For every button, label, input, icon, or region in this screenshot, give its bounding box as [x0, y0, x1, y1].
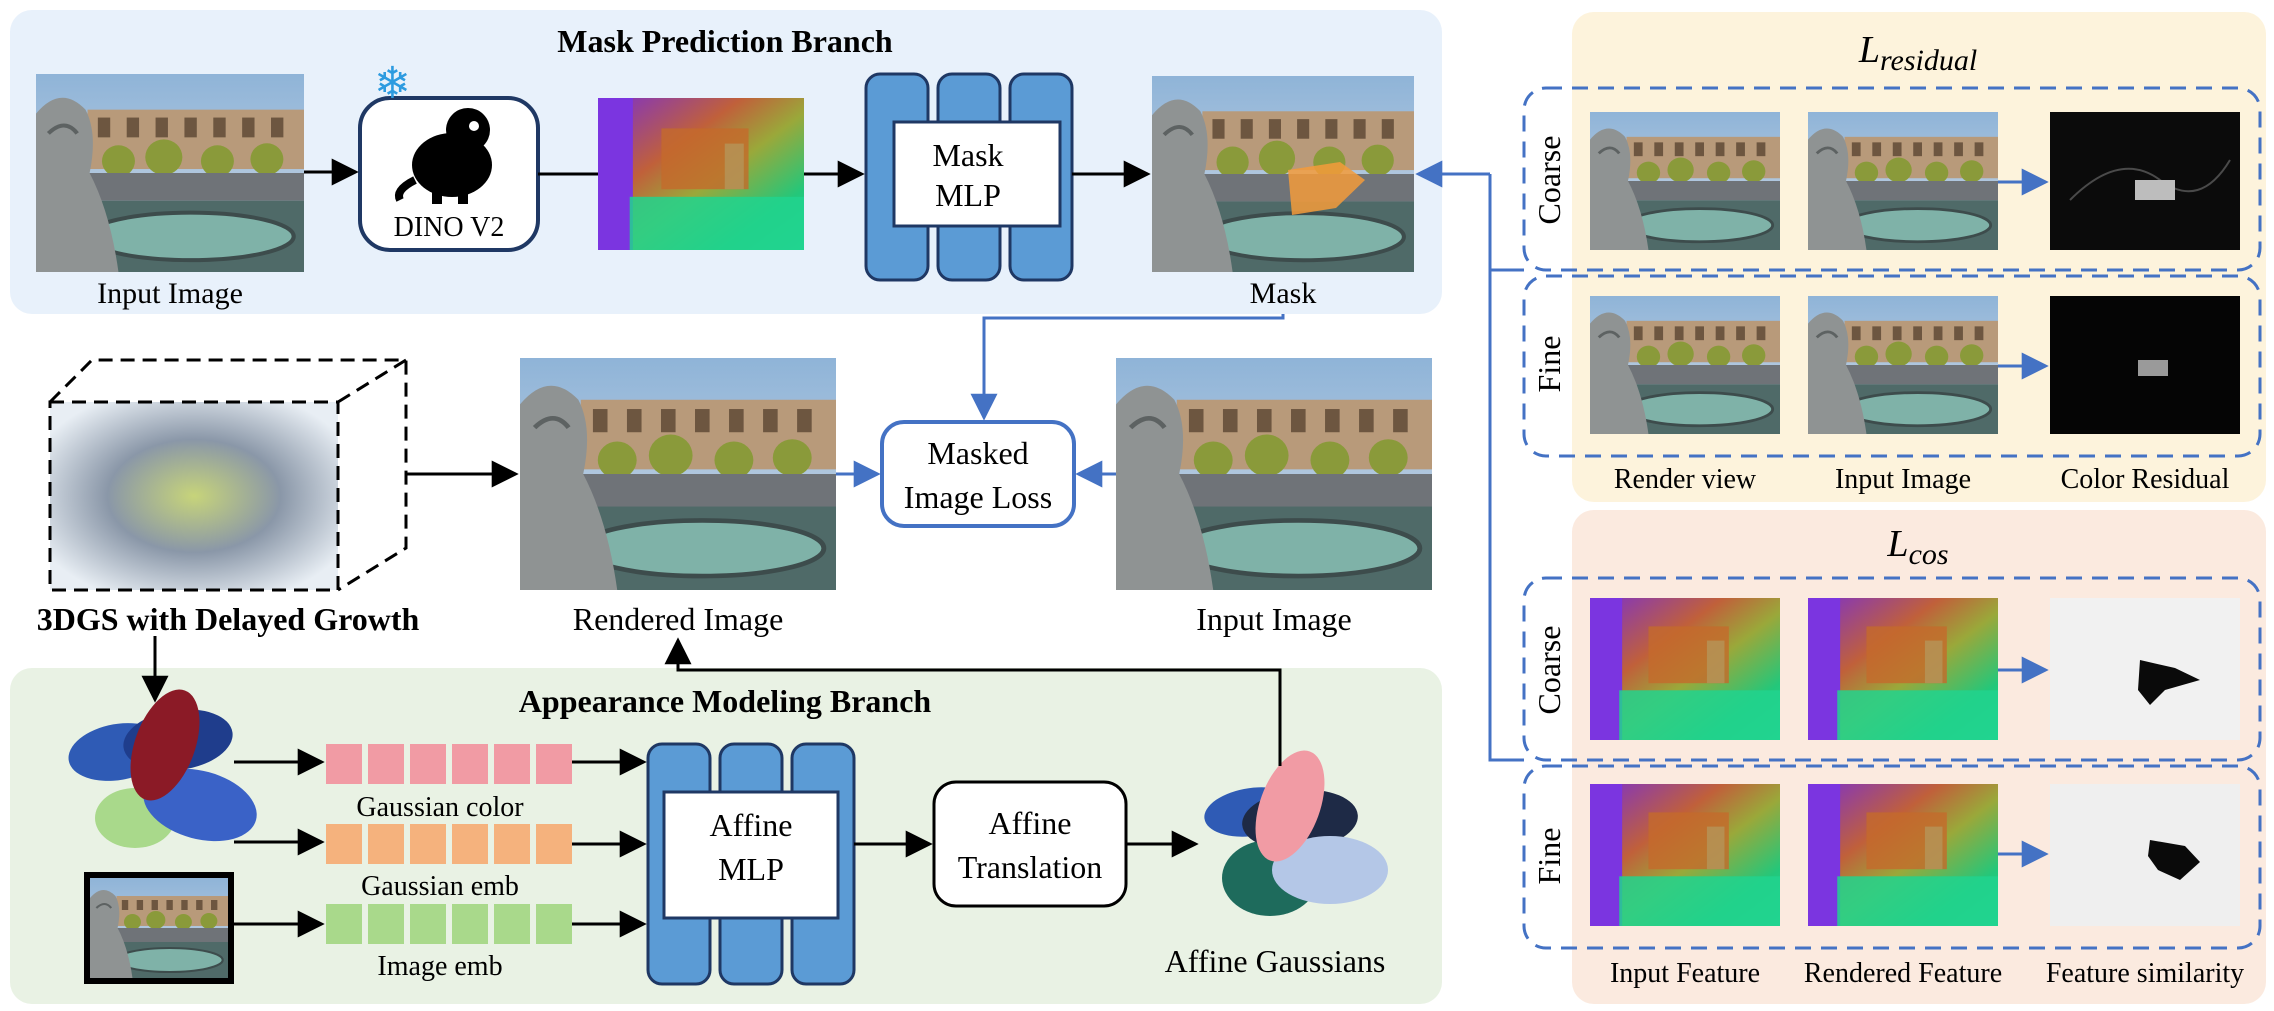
appearance-branch-title: Appearance Modeling Branch [519, 683, 932, 719]
residual-col-1: Render view [1614, 464, 1757, 495]
input-image-thumbnail [36, 74, 304, 272]
gaussian-color-embedding [326, 744, 572, 784]
cos-coarse-label: Coarse [1531, 626, 1567, 715]
middle-input-thumbnail [1116, 358, 1432, 590]
residual-fine-render [1590, 296, 1780, 434]
rendered-label: Rendered Image [573, 601, 784, 637]
cos-fine-row [1522, 764, 2262, 950]
gaussian-color-label: Gaussian color [356, 792, 524, 823]
residual-col-2: Input Image [1835, 464, 1971, 495]
gaussian-emb-embedding [326, 824, 572, 864]
affine-mlp-block [646, 742, 856, 986]
3dgs-cube [48, 358, 408, 592]
cos-title: Lcos [1886, 523, 1948, 571]
cos-coarse-row [1522, 576, 2262, 762]
cos-coarse-input-feature [1590, 598, 1780, 740]
cos-fine-similarity [2050, 784, 2240, 926]
mask-branch-title: Mask Prediction Branch [557, 23, 893, 59]
affine-mlp-label-1: Affine [710, 807, 793, 843]
mask-mlp-block [864, 72, 1074, 282]
mask-input-label: Input Image [97, 277, 243, 310]
image-emb-label: Image emb [377, 951, 502, 982]
mask-overlay [1288, 162, 1365, 215]
translation-label-1: Affine [989, 805, 1072, 841]
masked-loss-box [880, 420, 1076, 528]
residual-fine-row [1522, 274, 2262, 458]
affine-gaussians-label: Affine Gaussians [1165, 943, 1386, 979]
residual-coarse-label: Coarse [1531, 136, 1567, 225]
residual-fine-label: Fine [1531, 336, 1567, 393]
appearance-input-thumbnail [90, 878, 228, 978]
rendered-image-thumbnail [520, 358, 836, 590]
translation-label-2: Translation [958, 849, 1103, 885]
cos-coarse-rendered-feature [1808, 598, 1998, 740]
cos-col-3: Feature similarity [2046, 958, 2244, 989]
snowflake-icon: ❄ [374, 59, 411, 108]
residual-fine-input [1808, 296, 1998, 434]
cos-fine-input-feature [1590, 784, 1780, 926]
dinosaur-icon [395, 108, 492, 204]
image-emb-embedding [326, 904, 572, 944]
loss-label-2: Image Loss [904, 479, 1052, 515]
dino-feature-map [598, 98, 804, 250]
mask-output-thumbnail [1152, 76, 1414, 272]
loss-label-1: Masked [927, 435, 1028, 471]
affine-translation-box [932, 780, 1128, 908]
affine-gaussians-icon [1204, 750, 1388, 916]
residual-coarse-input [1808, 112, 1998, 250]
cos-fine-rendered-feature [1808, 784, 1998, 926]
gaussian-emb-label: Gaussian emb [361, 871, 519, 902]
affine-mlp-label-2: MLP [718, 851, 784, 887]
3dgs-label: 3DGS with Delayed Growth [37, 601, 420, 637]
mask-mlp-label-2: MLP [935, 177, 1001, 213]
cos-col-2: Rendered Feature [1804, 958, 2002, 989]
mask-label: Mask [1250, 277, 1317, 310]
cos-fine-label: Fine [1531, 828, 1567, 885]
residual-coarse-render [1590, 112, 1780, 250]
residual-coarse-row [1522, 86, 2262, 272]
gaussians-icon [68, 689, 257, 848]
middle-input-label: Input Image [1196, 601, 1352, 637]
cos-panel [1572, 510, 2266, 1004]
dino-label: DINO V2 [394, 212, 505, 243]
residual-col-3: Color Residual [2061, 464, 2230, 495]
mask-mlp-label-1: Mask [932, 137, 1003, 173]
cos-col-1: Input Feature [1610, 958, 1760, 989]
residual-title: Lresidual [1858, 29, 1977, 77]
